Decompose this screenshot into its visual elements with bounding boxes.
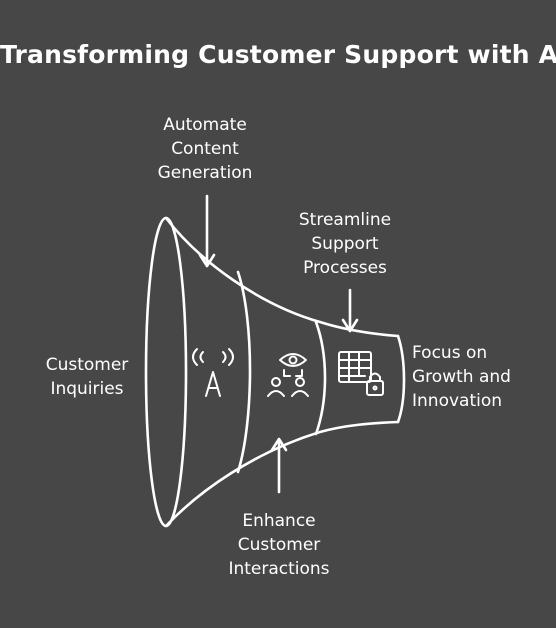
arrow-automate-head — [198, 253, 216, 268]
segment-divider-1 — [236, 270, 252, 474]
segment-divider-2 — [314, 320, 327, 436]
output-label: Focus on Growth and Innovation — [412, 343, 511, 411]
funnel-top-edge — [164, 216, 400, 338]
funnel-mouth — [144, 216, 188, 528]
ai-signal-icon — [192, 348, 234, 397]
arrow-streamline-head — [341, 318, 359, 333]
diagram-title: Transforming Customer Support with AI — [0, 40, 556, 69]
funnel-bottom-edge — [164, 420, 400, 528]
stage-label-streamline: Streamline Support Processes — [298, 210, 392, 278]
arrow-enhance-head — [270, 437, 288, 452]
table-lock-icon — [338, 351, 384, 396]
stage-label-automate: Automate Content Generation — [157, 115, 253, 183]
stage-label-enhance: Enhance Customer Interactions — [228, 511, 330, 579]
input-label: Customer Inquiries — [45, 355, 129, 399]
eye-people-icon — [267, 353, 309, 397]
funnel-end — [396, 334, 406, 424]
